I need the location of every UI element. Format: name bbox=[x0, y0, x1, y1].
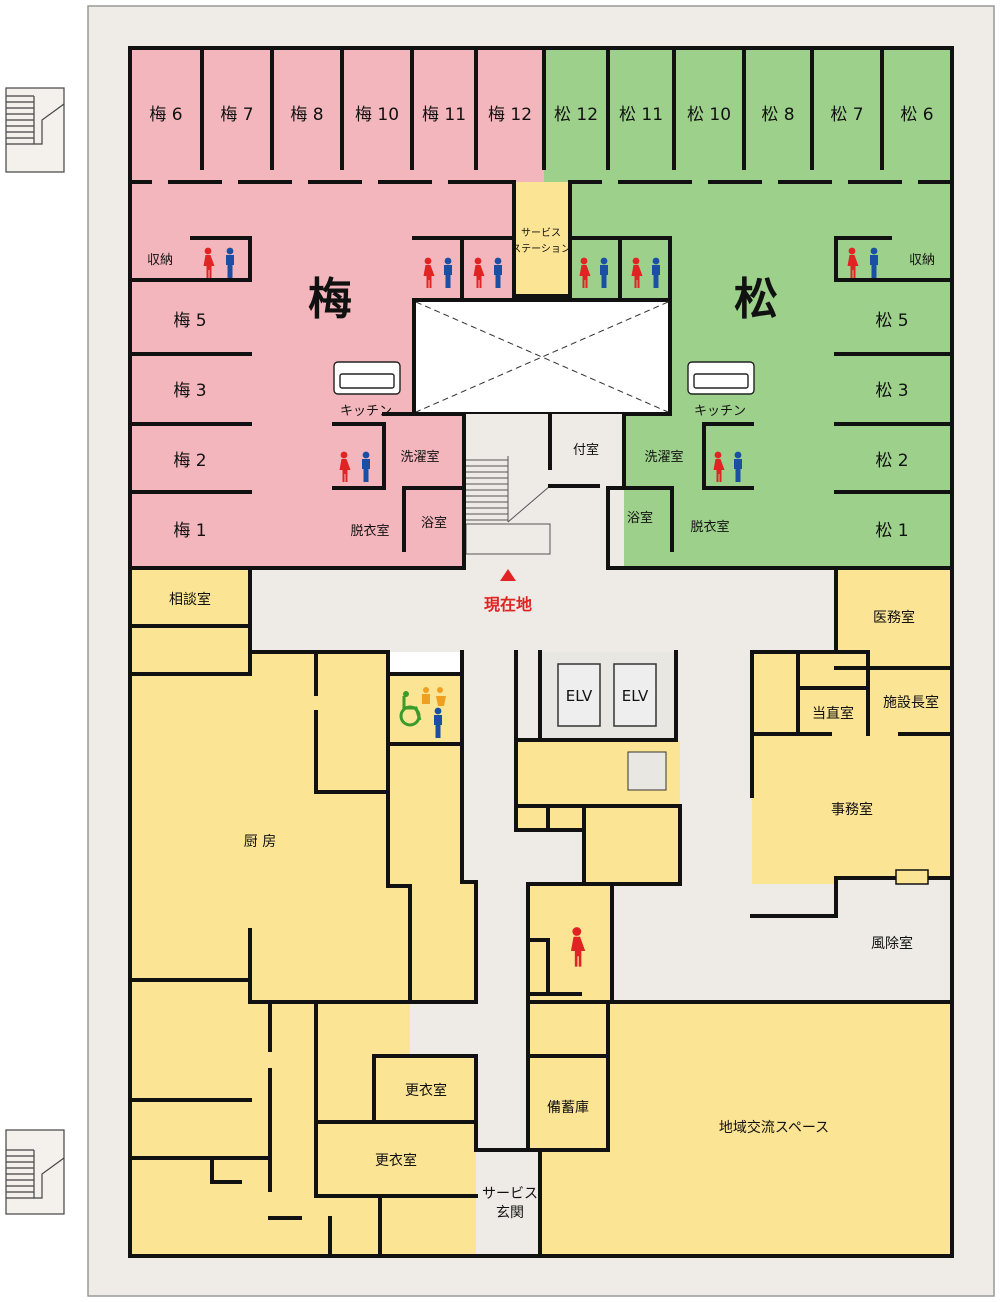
room-ume-1: 梅 1 bbox=[173, 521, 206, 541]
room-matsu-1: 松 1 bbox=[875, 521, 908, 541]
sofa-icon bbox=[687, 361, 755, 395]
void-atrium bbox=[412, 298, 672, 416]
room-ume-8: 梅 8 bbox=[290, 105, 323, 125]
changing-room-2: 更衣室 bbox=[375, 1152, 417, 1169]
room-ume-5: 梅 5 bbox=[173, 311, 206, 331]
current-location-marker-icon bbox=[500, 569, 516, 581]
director-room: 施設長室 bbox=[883, 694, 939, 711]
room-matsu-5: 松 5 bbox=[875, 311, 908, 331]
baby-care-icon bbox=[422, 687, 446, 706]
room-matsu-12: 松 12 bbox=[554, 105, 598, 125]
medical-room: 医務室 bbox=[873, 609, 915, 626]
elevator-cars bbox=[557, 663, 657, 727]
room-ume-11: 梅 11 bbox=[422, 105, 466, 125]
ume-kitchen: キッチン bbox=[340, 404, 392, 419]
ume-storage: 収納 bbox=[147, 253, 173, 268]
door-panel bbox=[895, 869, 929, 885]
current-location-label: 現在地 bbox=[484, 595, 532, 614]
room-matsu-8: 松 8 bbox=[761, 105, 794, 125]
room-matsu-2: 松 2 bbox=[875, 451, 908, 471]
matsu-dressing: 脱衣室 bbox=[690, 519, 729, 535]
wheelchair-icon-head bbox=[403, 691, 409, 697]
service-entrance-label-2: 玄関 bbox=[496, 1204, 524, 1221]
matsu-laundry: 洗濯室 bbox=[644, 449, 683, 465]
service-station-label-2: ステーション bbox=[511, 244, 571, 255]
external-stair-top bbox=[5, 87, 65, 173]
room-ume-7: 梅 7 bbox=[220, 105, 253, 125]
room-matsu-3: 松 3 bbox=[875, 381, 908, 401]
room-matsu-6: 松 6 bbox=[900, 105, 933, 125]
annex-room: 付室 bbox=[573, 442, 599, 458]
on-duty-room: 当直室 bbox=[812, 705, 854, 722]
consultation-room: 相談室 bbox=[169, 591, 211, 608]
community-space: 地域交流スペース bbox=[719, 1119, 829, 1136]
accessible-toilet-top bbox=[388, 652, 462, 674]
room-ume-10: 梅 10 bbox=[355, 105, 399, 125]
sofa-icon bbox=[333, 361, 401, 395]
void-cross bbox=[415, 301, 669, 413]
room-ume-3: 梅 3 bbox=[173, 381, 206, 401]
ume-bath: 浴室 bbox=[421, 515, 447, 531]
inner-corridors bbox=[410, 652, 952, 1256]
ume-laundry: 洗濯室 bbox=[400, 449, 439, 465]
service-entrance-label-1: サービス bbox=[482, 1186, 538, 1202]
windbreak-room-label: 風除室 bbox=[871, 935, 913, 952]
elevator-1-label: ELV bbox=[566, 687, 593, 705]
external-stair-bottom bbox=[5, 1129, 65, 1215]
office-room: 事務室 bbox=[831, 801, 873, 818]
zone-title-ume: 梅 bbox=[308, 274, 352, 325]
ume-dressing: 脱衣室 bbox=[350, 523, 389, 539]
room-ume-12: 梅 12 bbox=[488, 105, 532, 125]
windbreak-room bbox=[836, 878, 952, 1002]
room-ume-6: 梅 6 bbox=[149, 105, 182, 125]
service-station bbox=[514, 182, 570, 296]
kitchen-main: 厨 房 bbox=[244, 834, 276, 850]
matsu-kitchen: キッチン bbox=[694, 404, 746, 419]
wheelchair-icon bbox=[399, 696, 422, 727]
service-station-label-1: サービス bbox=[521, 227, 561, 239]
room-matsu-10: 松 10 bbox=[687, 105, 731, 125]
changing-room-1: 更衣室 bbox=[405, 1082, 447, 1099]
elevator-2-label: ELV bbox=[622, 687, 649, 705]
room-matsu-7: 松 7 bbox=[830, 105, 863, 125]
room-matsu-11: 松 11 bbox=[619, 105, 663, 125]
matsu-bath: 浴室 bbox=[627, 510, 653, 526]
walls bbox=[128, 46, 954, 1258]
room-ume-2: 梅 2 bbox=[173, 451, 206, 471]
shaft bbox=[627, 751, 667, 791]
matsu-storage: 収納 bbox=[909, 253, 935, 268]
zone-title-matsu: 松 bbox=[734, 274, 778, 325]
stockroom: 備蓄庫 bbox=[547, 1099, 589, 1116]
